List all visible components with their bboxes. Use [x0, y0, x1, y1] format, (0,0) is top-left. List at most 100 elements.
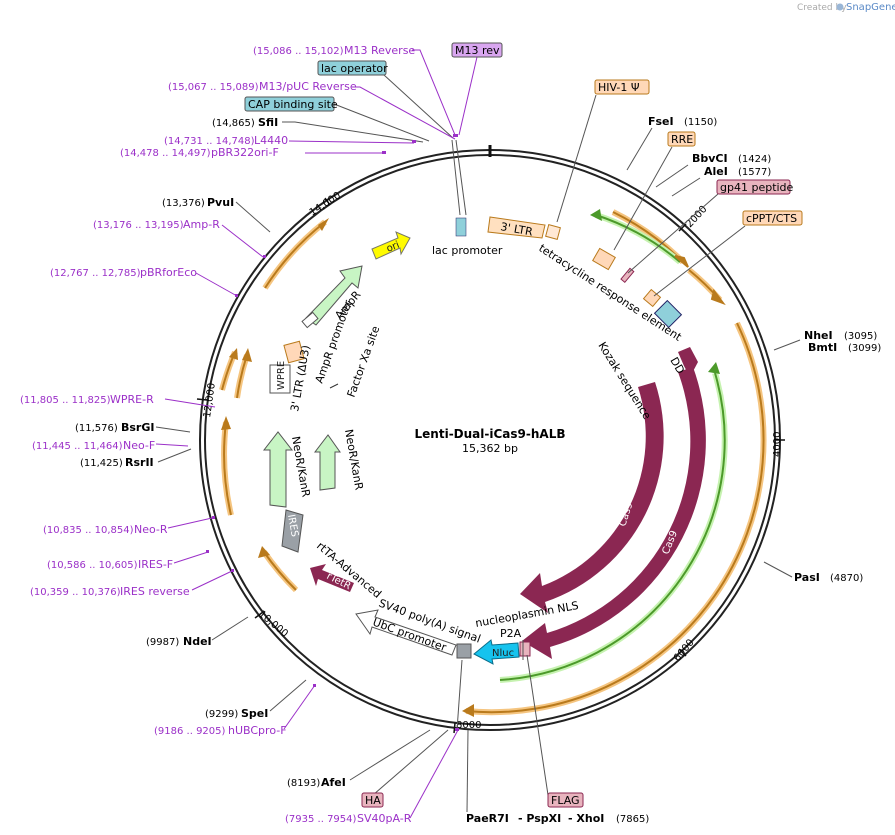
primer-ires-f: IRES-F: [138, 558, 173, 571]
primer-mark: [382, 151, 386, 154]
cppt-label: cPPT/CTS: [746, 212, 797, 225]
enzyme-nhei: NheI: [804, 329, 833, 342]
primer-hubcpro-coord: (9186 .. 9205): [154, 726, 226, 737]
ubc-promoter-arrow: [355, 609, 457, 656]
ampr-arrow: [305, 265, 363, 326]
enzyme-xhoi: - XhoI: [568, 812, 604, 825]
orf-arrowhead: [462, 704, 474, 717]
primer-sv40pa-r-coord: (7935 .. 7954): [285, 814, 357, 825]
leader-rre: [613, 146, 673, 251]
enzyme-fsei-coord: (1150): [684, 117, 717, 128]
cas9-inner-arrow: [520, 382, 664, 613]
enzyme-spei-coord: (9299): [205, 709, 238, 720]
leader-pvuI: [235, 201, 271, 233]
leader-neo-f: [155, 443, 189, 447]
plasmid-center: Lenti-Dual-iCas9-hALB 15,362 bp: [415, 427, 566, 455]
leader-m13-reverse: [412, 49, 456, 136]
plasmid-name: Lenti-Dual-iCas9-hALB: [415, 427, 566, 441]
leader-xhoI: [466, 729, 469, 813]
kozak-label: Kozak sequence: [595, 340, 653, 422]
neokan-inner-label: NeoR/KanR: [342, 428, 366, 491]
feature-callouts: M13 rev lac operator CAP binding site HI…: [244, 42, 803, 808]
lac-promoter-label: lac promoter: [432, 244, 503, 257]
enzyme-pasi: PasI: [794, 571, 820, 584]
m13rev-box-label: M13 rev: [455, 44, 500, 57]
leader-ndei: [211, 616, 249, 641]
cap-site-label: CAP binding site: [248, 98, 338, 111]
enzyme-spei: SpeI: [241, 707, 268, 720]
tick-mark: [453, 722, 456, 734]
leader-ires-reverse: [191, 570, 233, 591]
leader-ires-f: [173, 551, 209, 564]
flag-box: [547, 792, 584, 808]
enzyme-afei: AfeI: [321, 776, 346, 789]
neokan-inner-arrow: [313, 434, 341, 491]
p2a-label: P2A: [500, 627, 522, 640]
hiv-psi-box: [594, 79, 650, 95]
enzyme-rsrii: RsrII: [125, 456, 154, 469]
enzyme-bbvci: BbvCI: [692, 152, 728, 165]
enzyme-bbvci-coord: (1424): [738, 154, 771, 165]
leader-hubcpro: [283, 684, 316, 730]
primer-mark: [453, 134, 458, 137]
np-nls-block: [519, 641, 531, 657]
primer-wpre-r-coord: (11,805 .. 11,825): [20, 395, 111, 406]
leader-lac-operator: [383, 74, 454, 139]
gp41-box: [716, 179, 791, 195]
leader-wpre-r: [164, 398, 216, 408]
cppt-block: [642, 288, 662, 308]
factor-xa-label: Factor Xa site: [345, 324, 383, 399]
enzyme-afei-coord: (8193): [287, 778, 320, 789]
enzyme-labels: FseI (1150) BbvCI (1424) AleI (1577) Nhe…: [75, 115, 881, 825]
lac-operator-label: lac operator: [321, 62, 388, 75]
tick-mark: [678, 648, 687, 657]
cas9-features: Cas9 Cas9: [520, 347, 706, 659]
tick-2000: 2000: [684, 204, 709, 230]
leader-ha: [372, 729, 449, 796]
enzyme-pspxi: - PspXI: [518, 812, 561, 825]
enzyme-bmti: BmtI: [808, 341, 837, 354]
orf-arrowhead: [242, 348, 252, 362]
tick-4000: 4000: [772, 432, 783, 457]
leader-lac-promoter-top2: [455, 139, 467, 216]
orf-arc: [465, 322, 765, 714]
rre-block: [620, 267, 635, 283]
enzyme-pasi-coord: (4870): [830, 573, 863, 584]
primer-amp-r: Amp-R: [183, 218, 220, 231]
primer-mark: [231, 569, 234, 572]
enzyme-xhoi-coord: (7865): [616, 814, 649, 825]
rtetr-arrow: [310, 564, 354, 592]
enzyme-sfii-coord: (14,865): [212, 118, 255, 129]
orf-arrowhead: [258, 546, 270, 558]
primer-amp-r-coord: (13,176 .. 13,195): [93, 220, 184, 231]
leader-cap-site: [333, 103, 430, 142]
np-nls-label: nucleoplasmin NLS: [474, 599, 579, 630]
primer-l4440: L4440: [254, 134, 288, 147]
flag-label: FLAG: [551, 794, 580, 807]
m13rev-box: [451, 42, 503, 58]
orf-arrowhead: [710, 288, 726, 306]
primer-marks: [206, 134, 459, 731]
ltr-du3-marker: [329, 383, 339, 389]
nluc-arrow: [473, 639, 520, 665]
leader-neo-r: [167, 517, 213, 529]
leader-flag: [526, 654, 549, 796]
primer-m13-reverse: M13 Reverse: [344, 44, 415, 57]
enzyme-rsrii-coord: (11,425): [80, 458, 123, 469]
rre-label: RRE: [671, 133, 693, 146]
cas9-outer-arrow: [522, 367, 706, 659]
hiv-psi-label: HIV-1 Ψ: [598, 81, 640, 94]
primer-neo-f: Neo-F: [123, 439, 155, 452]
leader-fseI: [626, 127, 653, 171]
leader-pbrforeco: [195, 272, 238, 297]
tick-8000: 8000: [456, 720, 481, 731]
leader-spei: [269, 679, 307, 712]
enzyme-pvui: PvuI: [207, 196, 234, 209]
neokan-outer-arrow: [262, 431, 294, 508]
cppt-box: [742, 210, 803, 226]
ltr-top-end: [545, 224, 561, 240]
primer-labels: (15,086 .. 15,102) M13 Reverse (15,067 .…: [20, 44, 415, 825]
ori-label: ori: [385, 240, 401, 255]
leader-lines: [155, 49, 801, 819]
